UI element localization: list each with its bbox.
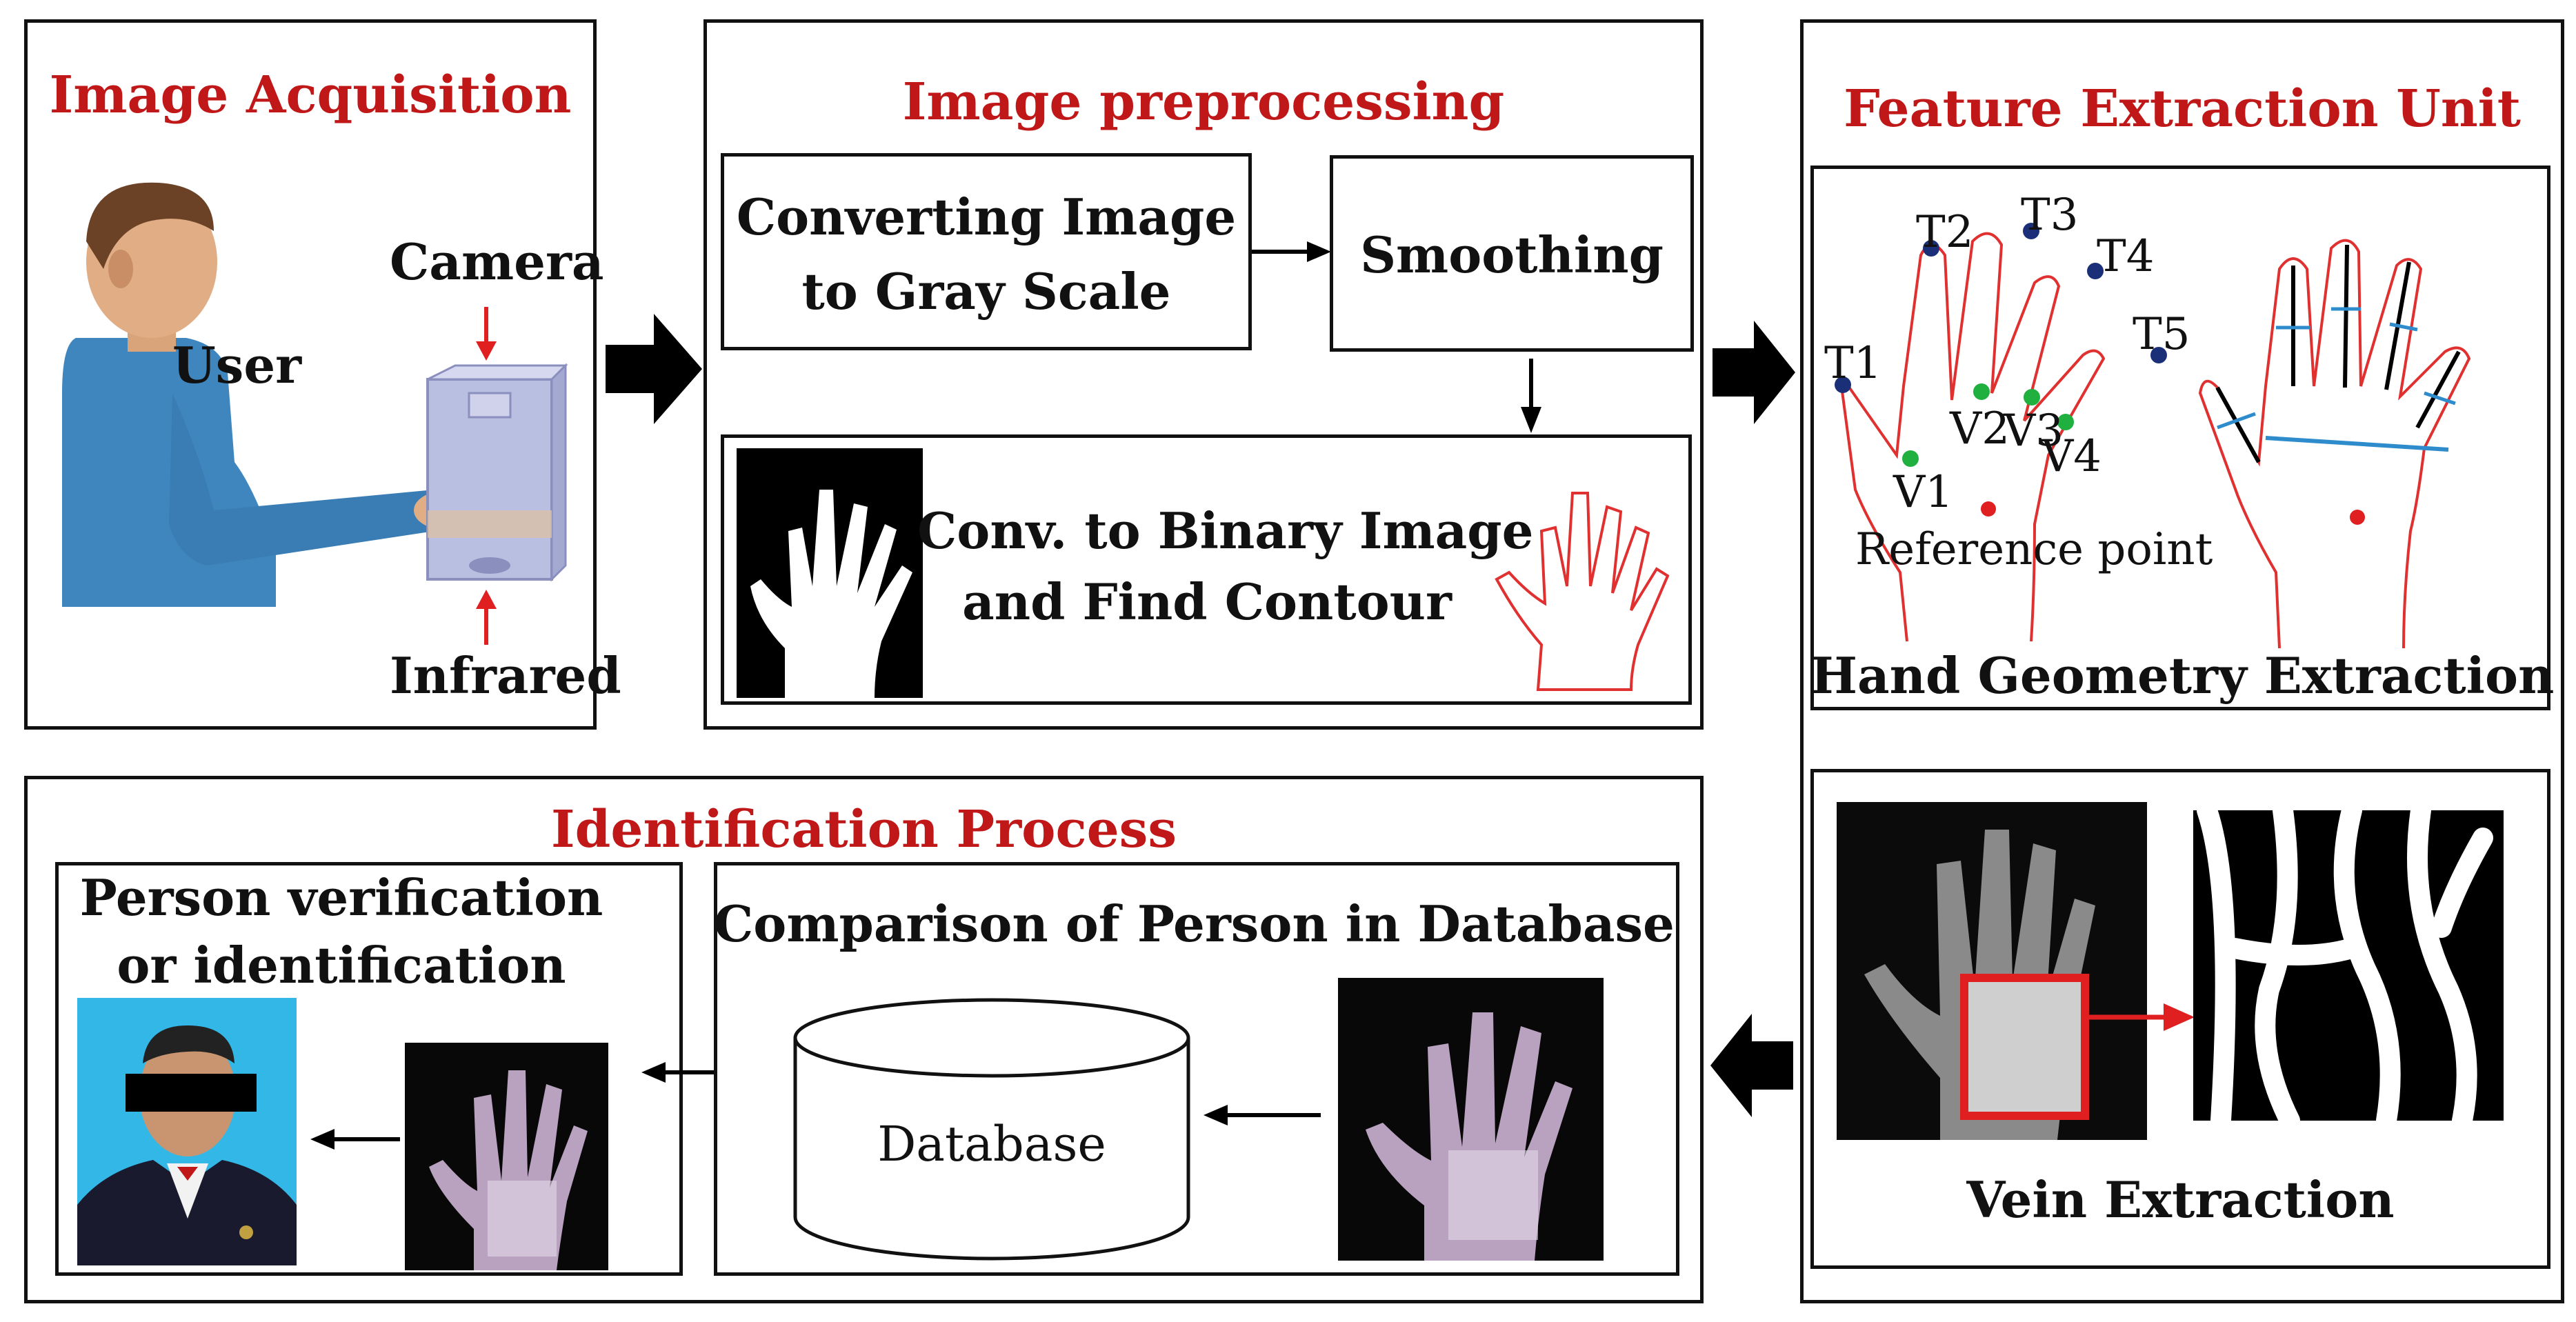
comparison-label: Comparison of Person in Database (714, 894, 1675, 953)
point-v4 (2057, 414, 2074, 430)
point-v3 (2024, 389, 2040, 405)
point-v1 (1902, 450, 1919, 467)
flow-arrow-feature-to-identification (1710, 1014, 1793, 1117)
image-acquisition-title: Image Acquisition (49, 66, 572, 125)
point-label-v3: V3 (2004, 405, 2064, 457)
point-t1 (1835, 377, 1851, 393)
point-t2 (1923, 240, 1939, 257)
binary-label-line1: Conv. to Binary Image (917, 501, 1534, 560)
vein-arrow (2084, 1003, 2195, 1031)
point-label-t5: T5 (2133, 309, 2190, 360)
arrow-comparison-to-hand (641, 1062, 717, 1083)
binary-label-line2: and Find Contour (962, 572, 1452, 631)
arrow-smoothing-to-binary (1521, 359, 1541, 433)
point-label-t1: T1 (1824, 338, 1882, 389)
hand-geometry-measurements-diagram (2198, 239, 2471, 649)
captured-hand-image-large (1338, 978, 1604, 1261)
flow-arrow-acquisition-to-preprocessing (606, 314, 702, 424)
camera-arrow (476, 307, 497, 361)
hand-landmark-points (1835, 223, 2167, 517)
camera-device-illustration (426, 363, 568, 582)
point-label-t4: T4 (2097, 231, 2155, 282)
arrow-hand-to-database (1204, 1105, 1321, 1125)
hand-geometry-label: Hand Geometry Extraction (1810, 646, 2555, 705)
hand-geometry-subpanel (1810, 166, 2550, 710)
point-label-t3: T3 (2021, 190, 2079, 241)
point-t4 (2087, 263, 2104, 279)
database-label: Database (877, 1116, 1106, 1172)
feature-extraction-title: Feature Extraction Unit (1844, 79, 2521, 139)
arrow-gray-to-smoothing (1252, 241, 1331, 262)
verification-label-line2: or identification (117, 936, 566, 994)
point-label-v2: V2 (1950, 403, 2010, 454)
infrared-arrow (476, 590, 497, 645)
reference-point-label: Reference point (1855, 524, 2213, 575)
point-label-v1: V1 (1893, 467, 1953, 518)
point-t3 (2023, 223, 2039, 239)
infrared-label: Infrared (390, 646, 621, 705)
vein-pattern-image (2193, 800, 2504, 1131)
flow-arrow-preprocessing-to-feature (1713, 321, 1795, 424)
point-v2 (1973, 383, 1990, 400)
database-cylinder (793, 998, 1190, 1261)
arrow-hand-to-photo (310, 1129, 400, 1150)
user-label: User (172, 336, 302, 394)
vein-extraction-label: Vein Extraction (1966, 1170, 2395, 1229)
person-photo (77, 998, 297, 1265)
gray-scale-step (721, 153, 1252, 350)
contour-hand-image (1495, 492, 1670, 691)
binary-hand-image (737, 448, 923, 698)
camera-label: Camera (390, 232, 604, 291)
verification-label-line1: Person verification (79, 868, 603, 927)
point-t5 (2150, 347, 2167, 363)
gray-scale-label-line1: Converting Image (736, 188, 1237, 246)
reference-point-marker (1981, 501, 1996, 517)
point-label-t2: T2 (1916, 207, 1974, 258)
gray-scale-label-line2: to Gray Scale (801, 262, 1171, 321)
image-preprocessing-title: Image preprocessing (902, 72, 1505, 132)
smoothing-label: Smoothing (1360, 226, 1664, 284)
point-label-v4: V4 (2041, 431, 2101, 482)
smoothing-step (1330, 155, 1694, 352)
infrared-hand-image (1837, 802, 2147, 1140)
identification-process-title: Identification Process (550, 800, 1177, 859)
captured-hand-image-small (405, 1043, 608, 1270)
